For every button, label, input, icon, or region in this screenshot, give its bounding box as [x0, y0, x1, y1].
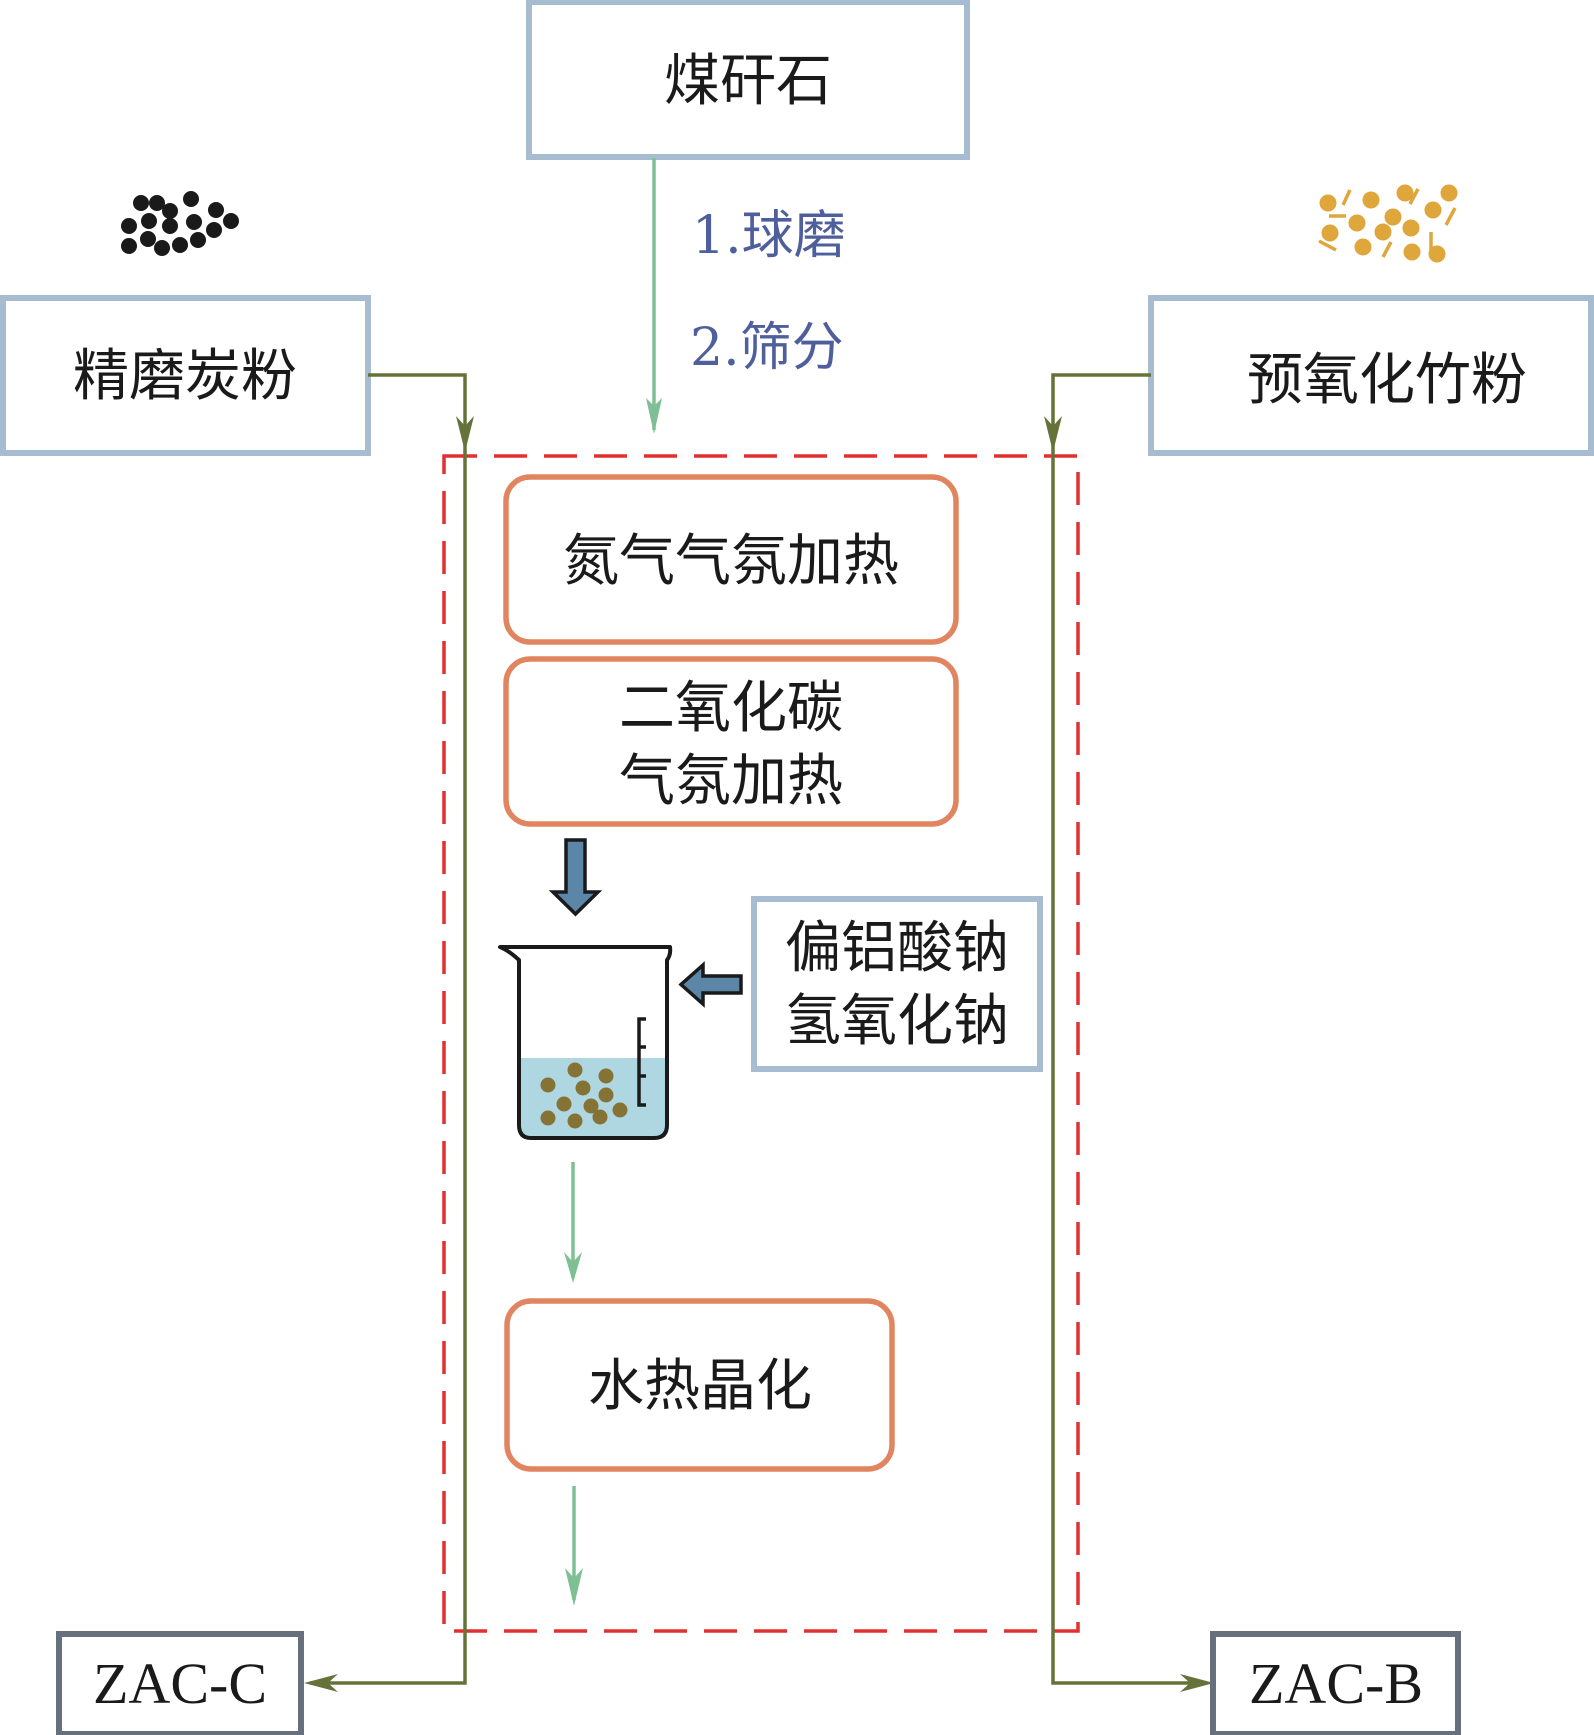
step-ball-milling: 1.球磨 [692, 206, 846, 266]
carbon-powder-label: 精磨炭粉 [73, 344, 297, 409]
input-box-coal-gangue: 煤矸石 [526, 0, 970, 160]
input-box-carbon-powder: 精磨炭粉 [0, 295, 371, 456]
process-box-co2-heating: 二氧化碳 气氛加热 [503, 656, 959, 827]
left-block-arrow-icon [678, 961, 743, 1008]
output-box-zac-b: ZAC-B [1210, 1631, 1461, 1735]
co2-heating-label-line2: 气氛加热 [619, 749, 843, 814]
co2-heating-label-line1: 二氧化碳 [619, 676, 843, 741]
carbon-route-line [304, 373, 474, 1692]
process-region-dashed-border [442, 454, 1080, 1633]
beaker-to-crystallization-arrow [564, 1162, 582, 1283]
arrowhead-icon [304, 1674, 338, 1692]
step-sieving: 2.筛分 [690, 318, 844, 378]
crystallization-output-arrow [565, 1486, 583, 1606]
process-box-hydrothermal-crystallization: 水热晶化 [504, 1298, 895, 1472]
arrowhead-icon [456, 416, 474, 452]
sodium-metaaluminate-label: 偏铝酸钠 [785, 916, 1009, 981]
hydrothermal-crystallization-label: 水热晶化 [588, 1354, 812, 1419]
bamboo-powder-label: 预氧化竹粉 [1247, 348, 1527, 413]
down-block-arrow-icon [548, 838, 603, 917]
output-box-zac-c: ZAC-C [56, 1631, 304, 1735]
sodium-hydroxide-label: 氢氧化钠 [785, 989, 1009, 1054]
arrowhead-icon [1180, 1674, 1214, 1692]
arrowhead-icon [1044, 416, 1062, 452]
zac-c-label: ZAC-C [93, 1651, 267, 1716]
input-box-bamboo-powder: 预氧化竹粉 [1148, 295, 1594, 456]
arrowhead-icon [646, 398, 662, 434]
zac-b-label: ZAC-B [1249, 1651, 1423, 1716]
pretreatment-arrow [646, 158, 662, 434]
bamboo-route-line [1044, 373, 1214, 1692]
arrowhead-icon [564, 1252, 582, 1283]
bamboo-powder-particles-icon [1318, 184, 1458, 263]
arrowhead-icon [565, 1568, 583, 1606]
coal-gangue-label: 煤矸石 [664, 49, 832, 114]
beaker-with-particles-icon [498, 945, 673, 1140]
nitrogen-heating-label: 氮气气氛加热 [563, 529, 899, 594]
carbon-powder-particles-icon [121, 191, 239, 256]
reagent-box: 偏铝酸钠 氢氧化钠 [751, 896, 1043, 1072]
process-box-nitrogen-heating: 氮气气氛加热 [503, 474, 959, 645]
